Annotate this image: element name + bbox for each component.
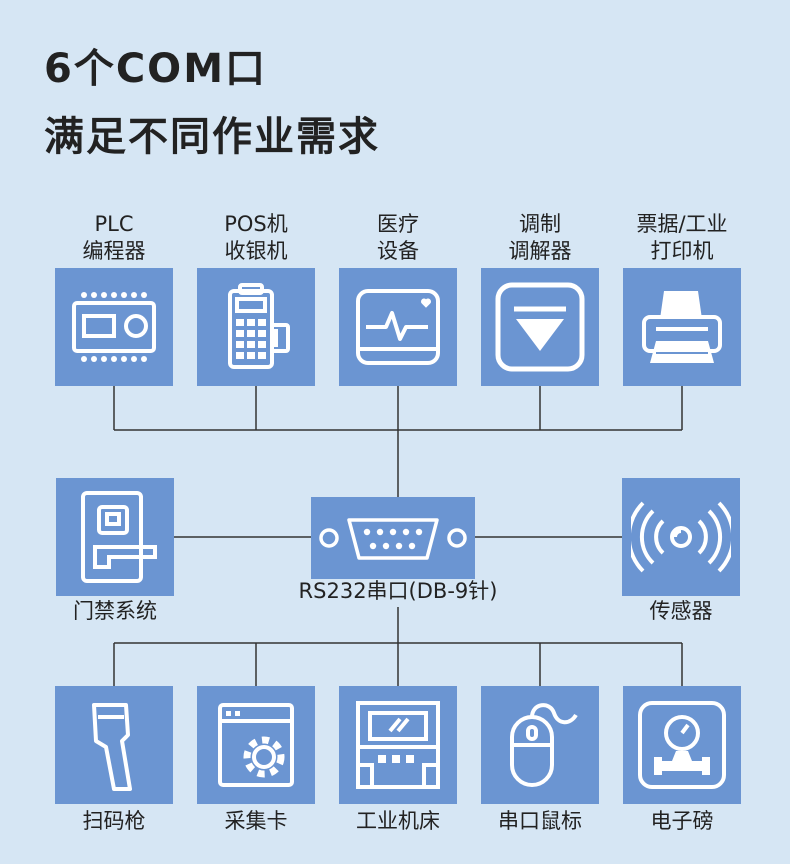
capture-card-icon (218, 703, 294, 787)
door-lock-icon (81, 491, 157, 583)
barcode-scanner-device-box (55, 686, 173, 804)
label-line2: 编程器 (82, 239, 146, 263)
label-line1: 医疗 (377, 212, 419, 236)
capture-card-device-box (197, 686, 315, 804)
page-title-line1: 6个COM口 (44, 46, 267, 92)
printer-device-box (623, 268, 741, 386)
barcode-scanner-icon (92, 703, 132, 791)
label-line2: 打印机 (650, 239, 714, 263)
plc-icon (72, 292, 156, 362)
label-line1: PLC (94, 212, 134, 236)
label-line1: 调制 (519, 212, 561, 236)
plc-device-box (55, 268, 173, 386)
top-device-label-modem: 调制 调解器 (465, 211, 615, 265)
pos-terminal-device-box (197, 268, 315, 386)
label-line2: 调解器 (508, 239, 572, 263)
label-line2: 收银机 (224, 239, 288, 263)
top-device-label-printer: 票据/工业 打印机 (607, 211, 757, 265)
label-line1: 票据/工业 (636, 212, 728, 236)
bottom-device-label-mouse: 串口鼠标 (498, 809, 582, 833)
db9-connector-icon (319, 518, 467, 560)
page-title-line2: 满足不同作业需求 (44, 114, 380, 160)
machine-tool-device-box (339, 686, 457, 804)
electronic-scale-device-box (623, 686, 741, 804)
printer-icon (642, 291, 722, 363)
label-line1: POS机 (224, 212, 288, 236)
top-device-label-pos: POS机 收银机 (181, 211, 331, 265)
modem-icon (495, 282, 585, 372)
sensor-label: 传感器 (649, 599, 713, 623)
rs232-label: RS232串口(DB-9针) (298, 579, 498, 603)
bottom-device-label-machine-tool: 工业机床 (356, 809, 440, 833)
serial-mouse-device-box (481, 686, 599, 804)
bottom-device-label-capture-card: 采集卡 (224, 809, 288, 833)
top-device-label-plc: PLC 编程器 (39, 211, 189, 265)
access-control-device-box (56, 478, 174, 596)
db9-connector-box (311, 497, 475, 579)
pos-terminal-icon (228, 283, 290, 369)
label-line2: 设备 (377, 239, 419, 263)
sensor-icon (631, 501, 731, 573)
sensor-device-box (622, 478, 740, 596)
bottom-device-label-scanner: 扫码枪 (82, 809, 146, 833)
top-device-label-medical: 医疗 设备 (323, 211, 473, 265)
machine-tool-icon (356, 701, 440, 789)
mouse-icon (510, 703, 578, 787)
scale-icon (638, 701, 726, 789)
medical-monitor-icon (356, 289, 440, 365)
medical-device-box (339, 268, 457, 386)
access-control-label: 门禁系统 (73, 599, 157, 623)
bottom-device-label-scale: 电子磅 (650, 809, 714, 833)
modem-device-box (481, 268, 599, 386)
